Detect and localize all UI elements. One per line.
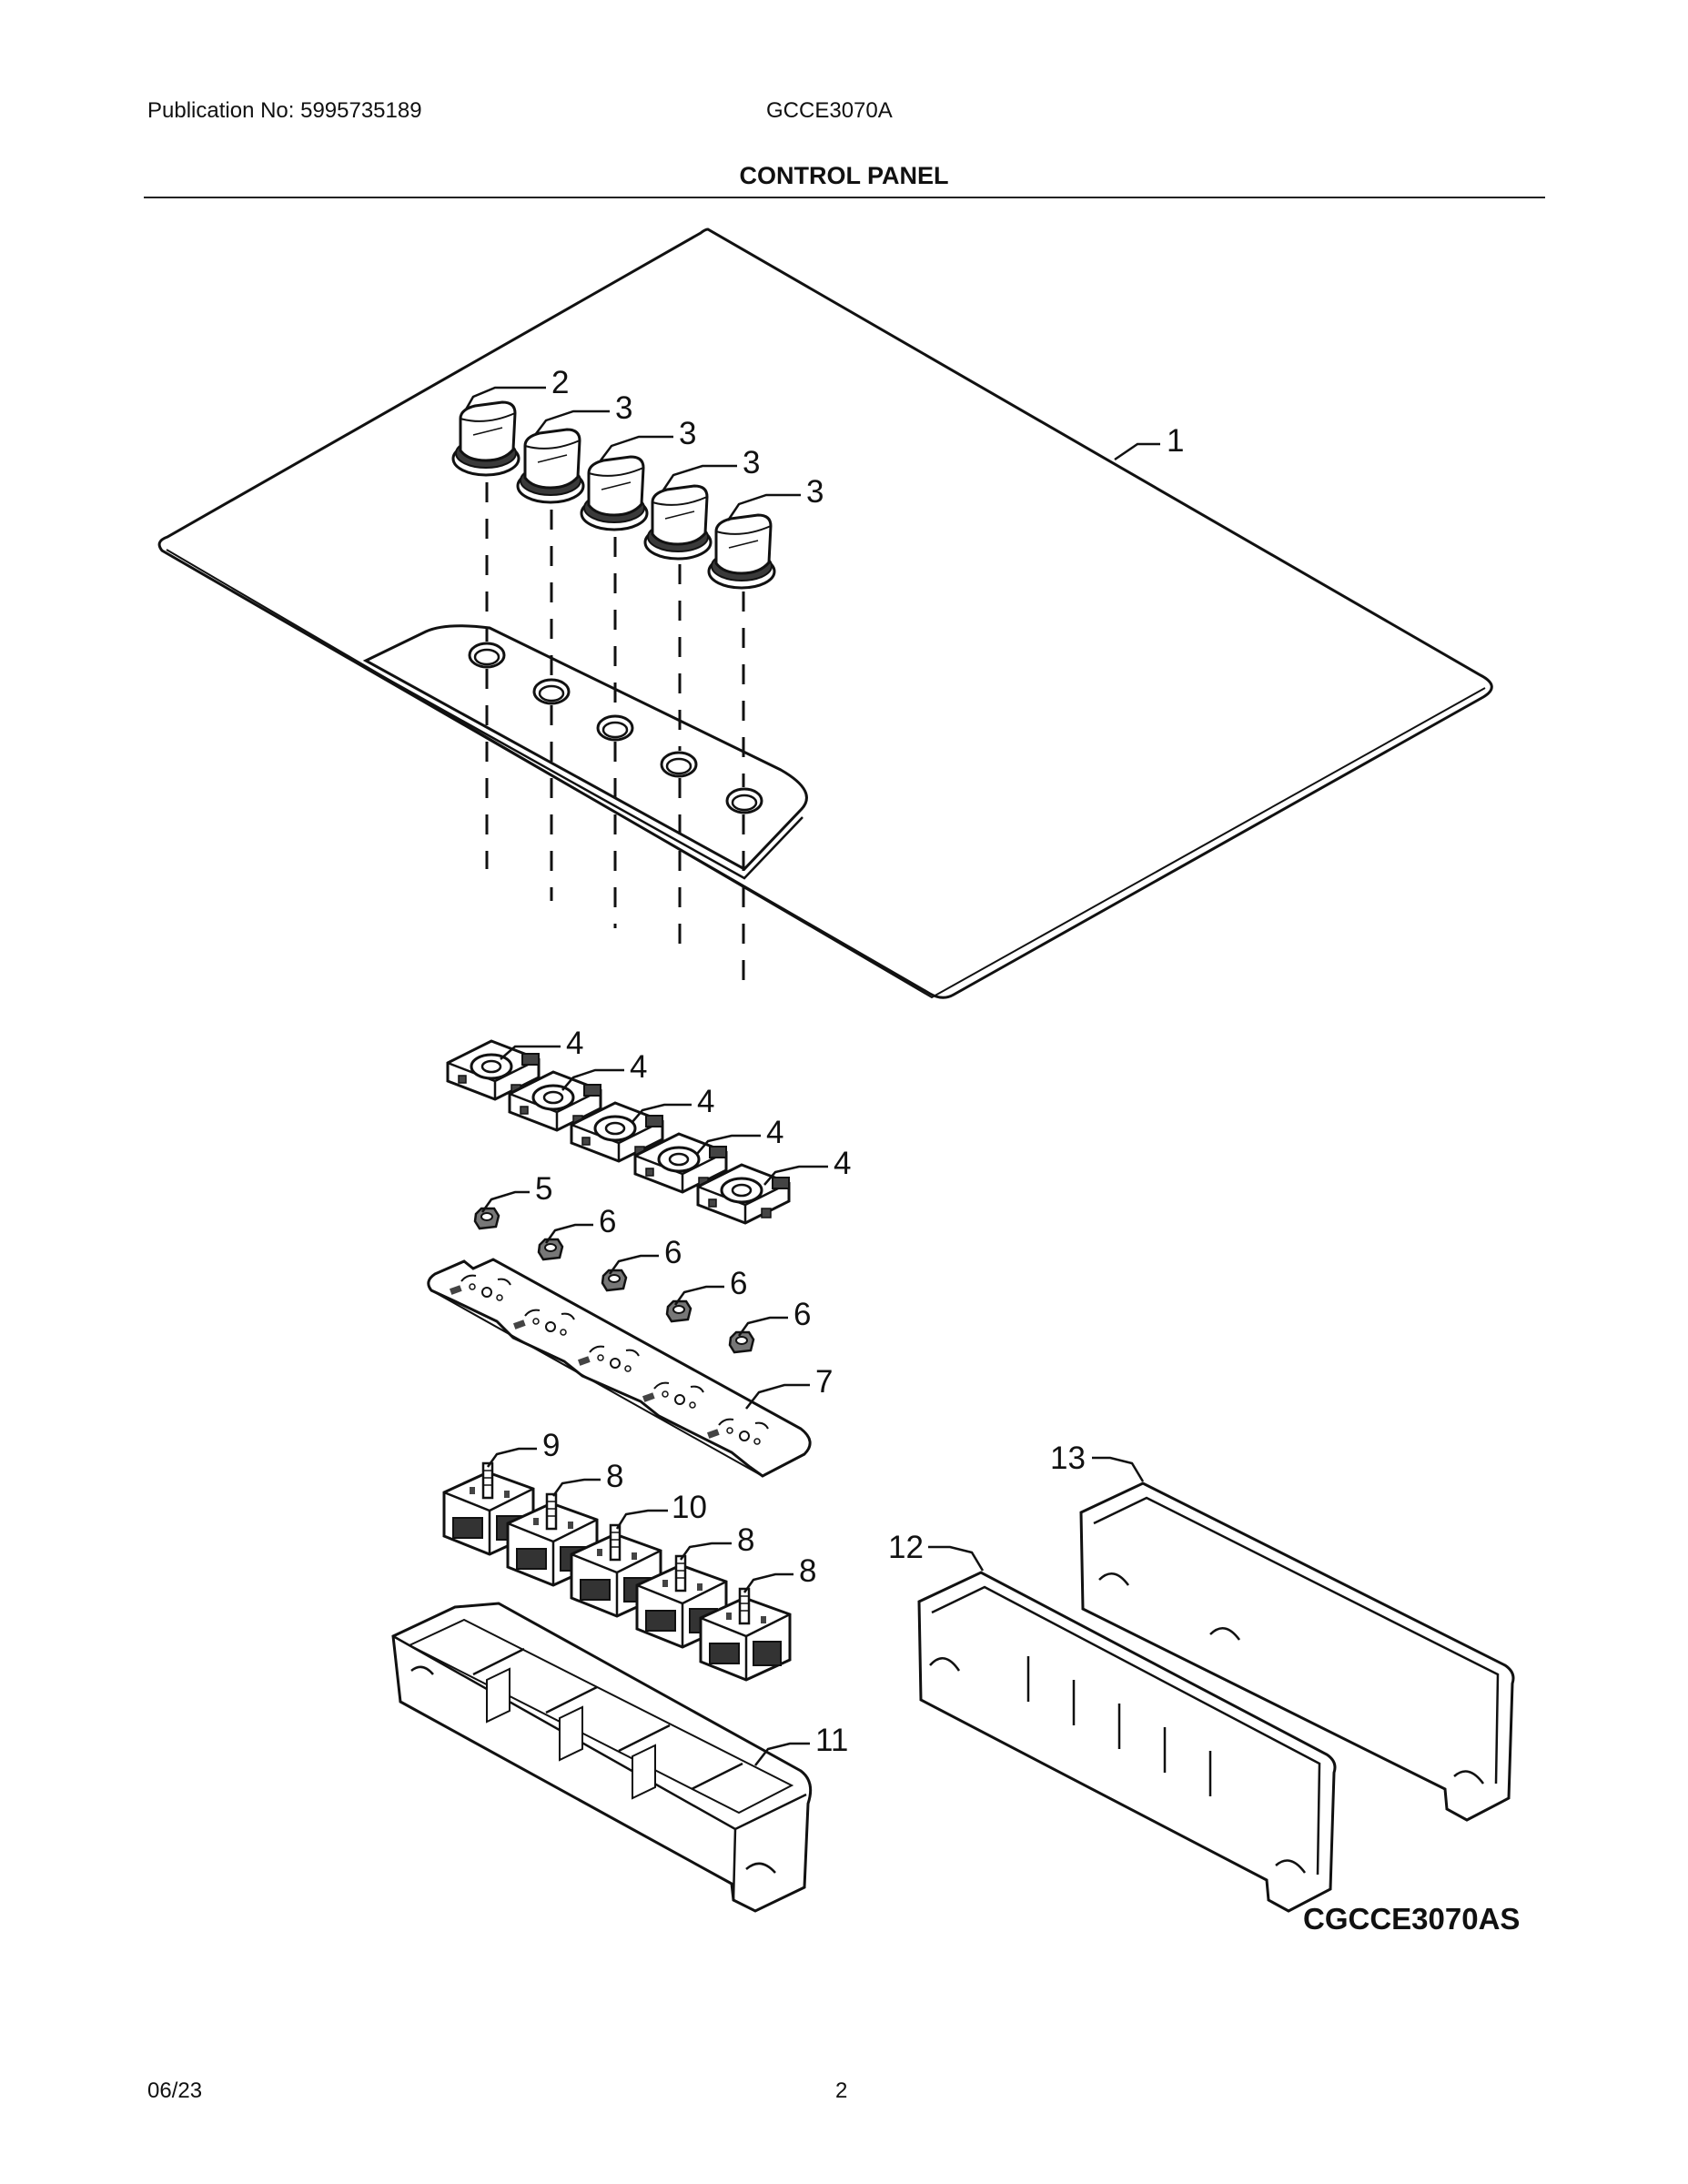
publication-number: Publication No: 5995735189 xyxy=(147,98,422,123)
callout-3: 3 xyxy=(615,390,632,426)
mounting-bracket-7 xyxy=(427,1258,812,1478)
callout-4: 4 xyxy=(630,1049,647,1085)
knob-3 xyxy=(707,513,776,590)
header-divider xyxy=(144,197,1545,198)
knob-3 xyxy=(516,428,585,504)
callout-6: 6 xyxy=(793,1297,811,1332)
callout-8: 8 xyxy=(799,1553,816,1589)
nut-6 xyxy=(728,1330,755,1354)
footer-date: 06/23 xyxy=(147,2078,203,2103)
nut-5 xyxy=(473,1207,500,1230)
callout-4: 4 xyxy=(766,1115,783,1150)
switch-housing-11 xyxy=(391,1602,813,1913)
page-title: CONTROL PANEL xyxy=(739,162,949,189)
callout-6: 6 xyxy=(730,1266,747,1301)
model-number: GCCE3070A xyxy=(766,98,893,123)
nut-6 xyxy=(665,1299,692,1323)
illustration-code: CGCCE3070AS xyxy=(1303,1902,1521,1936)
callout-4: 4 xyxy=(566,1026,583,1061)
control-trim-strip xyxy=(362,624,808,880)
knob-3 xyxy=(643,484,713,561)
callout-1: 1 xyxy=(1167,423,1184,459)
nut-6 xyxy=(601,1269,628,1292)
callout-3: 3 xyxy=(679,416,696,451)
callout-10: 10 xyxy=(672,1490,707,1525)
callout-9: 9 xyxy=(542,1428,560,1463)
callout-6: 6 xyxy=(664,1235,682,1270)
nut-6 xyxy=(537,1238,564,1261)
callout-3: 3 xyxy=(806,474,824,510)
callout-2: 2 xyxy=(551,365,569,400)
knob-2 xyxy=(451,400,521,477)
callout-3: 3 xyxy=(743,445,760,480)
callout-6: 6 xyxy=(599,1204,616,1239)
callout-8: 8 xyxy=(737,1522,754,1558)
shield-13 xyxy=(1079,1481,1515,1822)
callout-7: 7 xyxy=(815,1364,833,1400)
callout-labels: 1 2 3 3 3 3 4 4 4 4 4 5 6 6 6 6 7 8 8 8 … xyxy=(535,365,1184,1758)
callout-8: 8 xyxy=(606,1459,623,1494)
callout-11: 11 xyxy=(815,1723,848,1758)
shield-12 xyxy=(917,1571,1337,1913)
page-number: 2 xyxy=(835,2078,848,2103)
callout-13: 13 xyxy=(1050,1441,1086,1476)
knob-3 xyxy=(580,455,649,531)
cooktop-glass xyxy=(157,228,1493,999)
callout-4: 4 xyxy=(697,1084,714,1119)
callout-leaders xyxy=(464,386,1160,1766)
callout-12: 12 xyxy=(888,1530,924,1565)
callout-5: 5 xyxy=(535,1171,552,1207)
callout-4: 4 xyxy=(834,1146,851,1181)
alignment-lines xyxy=(485,482,745,983)
